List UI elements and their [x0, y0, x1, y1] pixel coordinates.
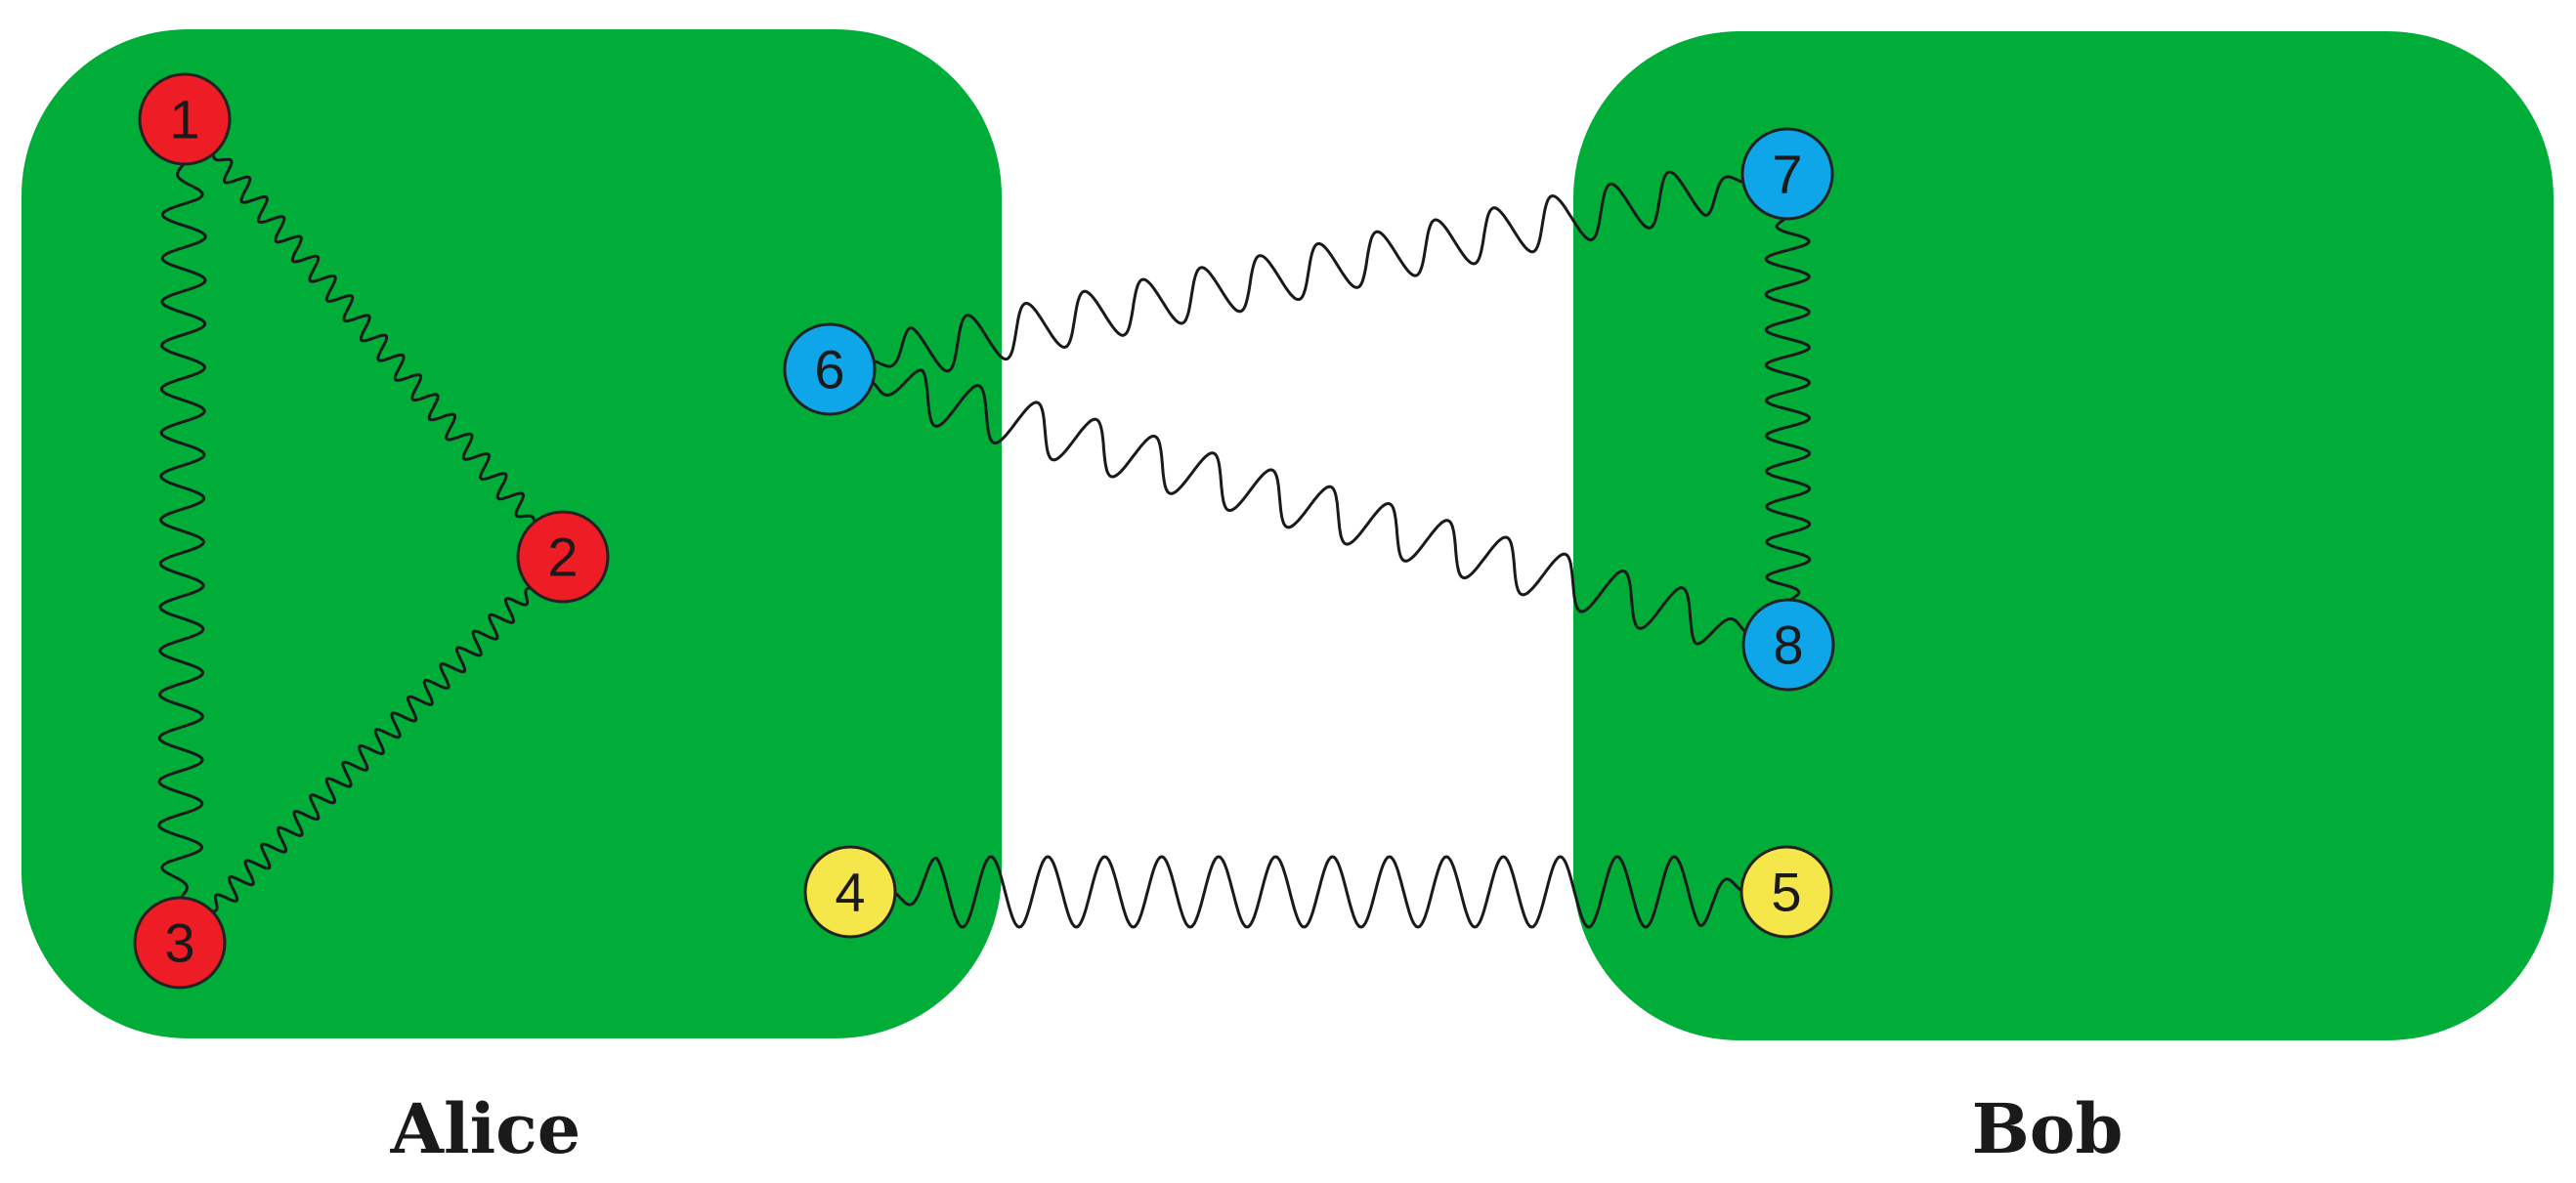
link-6-8 [867, 368, 1751, 646]
alice-label: Alice [390, 1088, 581, 1169]
node-8-label: 8 [1773, 614, 1803, 676]
link-1-2 [210, 148, 537, 528]
node-1: 1 [138, 72, 232, 166]
link-7-8 [1764, 213, 1812, 606]
node-7: 7 [1740, 127, 1834, 221]
link-6-7 [868, 170, 1749, 373]
bob-label: Bob [1972, 1088, 2124, 1169]
node-7-label: 7 [1772, 144, 1802, 205]
alice-box [21, 29, 1002, 1038]
link-1-3 [157, 158, 207, 904]
node-3: 3 [133, 896, 227, 990]
node-6: 6 [783, 322, 877, 416]
node-8: 8 [1741, 598, 1835, 692]
links-layer [157, 148, 1812, 929]
node-4-label: 4 [835, 862, 865, 923]
node-5: 5 [1739, 845, 1833, 939]
node-2-label: 2 [547, 527, 578, 588]
link-2-3 [207, 584, 536, 915]
node-3-label: 3 [164, 912, 194, 974]
link-4-5 [889, 855, 1747, 929]
node-5-label: 5 [1771, 862, 1801, 923]
node-4: 4 [803, 845, 897, 939]
bob-box [1573, 31, 2554, 1040]
node-2: 2 [516, 510, 610, 604]
node-1-label: 1 [169, 89, 199, 150]
node-6-label: 6 [814, 339, 844, 401]
